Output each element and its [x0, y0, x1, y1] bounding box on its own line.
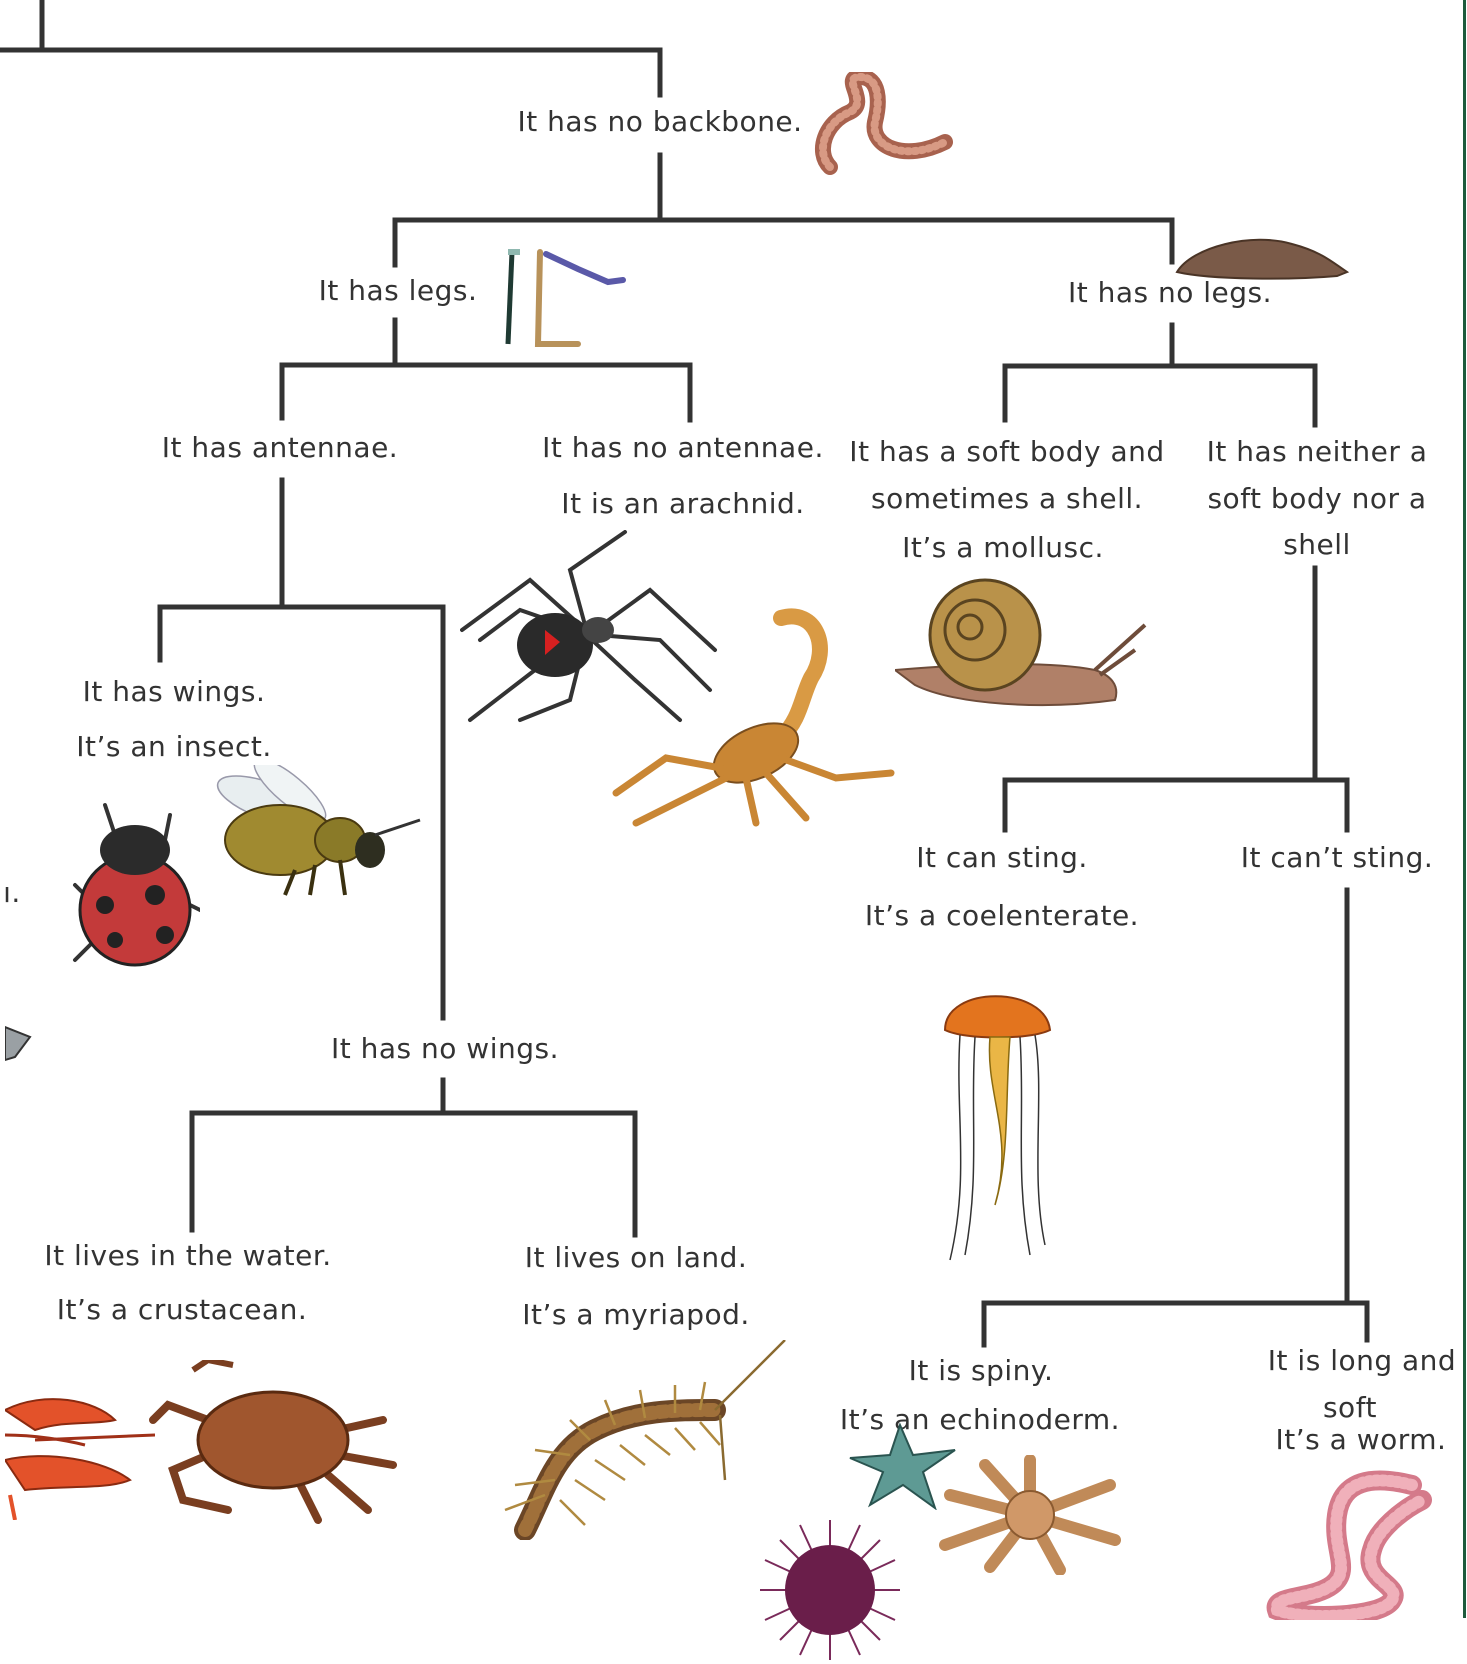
- scorpion-illustration: [606, 608, 896, 838]
- neither-label-line2: soft body nor a: [1203, 481, 1430, 517]
- no-wings-label: It has no wings.: [327, 1031, 563, 1067]
- legs-label: It has legs.: [315, 273, 482, 309]
- can-sting-label: It can sting.: [912, 840, 1092, 876]
- soft-body-label-line2: sometimes a shell.: [867, 481, 1147, 517]
- insect-label: It’s an insect.: [72, 729, 276, 765]
- snail-illustration: [895, 575, 1155, 715]
- right-border: [1463, 0, 1466, 1618]
- cut-off-text: ı.: [0, 875, 25, 911]
- long-soft-label-line2: soft: [1319, 1390, 1381, 1426]
- arachnid-label: It is an arachnid.: [557, 486, 808, 522]
- long-soft-label-line1: It is long and: [1264, 1343, 1460, 1379]
- cant-sting-label: It can’t sting.: [1237, 840, 1437, 876]
- earthworm-illustration: [810, 72, 960, 177]
- legs-illustration: [498, 244, 628, 354]
- crab-illustration: [148, 1360, 408, 1525]
- wings-label: It has wings.: [79, 674, 270, 710]
- worm-label: It’s a worm.: [1272, 1422, 1451, 1458]
- ladybird-illustration: [70, 795, 200, 970]
- crustacean-label: It’s a crustacean.: [53, 1292, 312, 1328]
- no-antennae-label: It has no antennae.: [538, 430, 828, 466]
- antennae-label: It has antennae.: [158, 430, 402, 466]
- coelenterate-label: It’s a coelenterate.: [861, 898, 1143, 934]
- cut-off-shell-icon: [5, 1022, 35, 1062]
- jellyfish-illustration: [935, 975, 1065, 1265]
- centipede-illustration: [485, 1340, 795, 1540]
- bee-illustration: [215, 765, 425, 905]
- worm-illustration: [1262, 1470, 1432, 1620]
- starfish-illustration: [930, 1455, 1130, 1575]
- soft-body-label-line1: It has a soft body and: [845, 434, 1168, 470]
- neither-label-line3: shell: [1279, 527, 1355, 563]
- no-backbone-label: It has no backbone.: [513, 104, 806, 140]
- sea-urchin-illustration: [760, 1520, 900, 1660]
- land-label: It lives on land.: [521, 1240, 752, 1276]
- spiny-label: It is spiny.: [905, 1353, 1058, 1389]
- mollusc-label: It’s a mollusc.: [898, 530, 1108, 566]
- slug-illustration: [1172, 232, 1352, 292]
- myriapod-label: It’s a myriapod.: [518, 1297, 754, 1333]
- lobster-illustration: [5, 1380, 155, 1520]
- water-label: It lives in the water.: [40, 1238, 335, 1274]
- neither-label-line1: It has neither a: [1203, 434, 1432, 470]
